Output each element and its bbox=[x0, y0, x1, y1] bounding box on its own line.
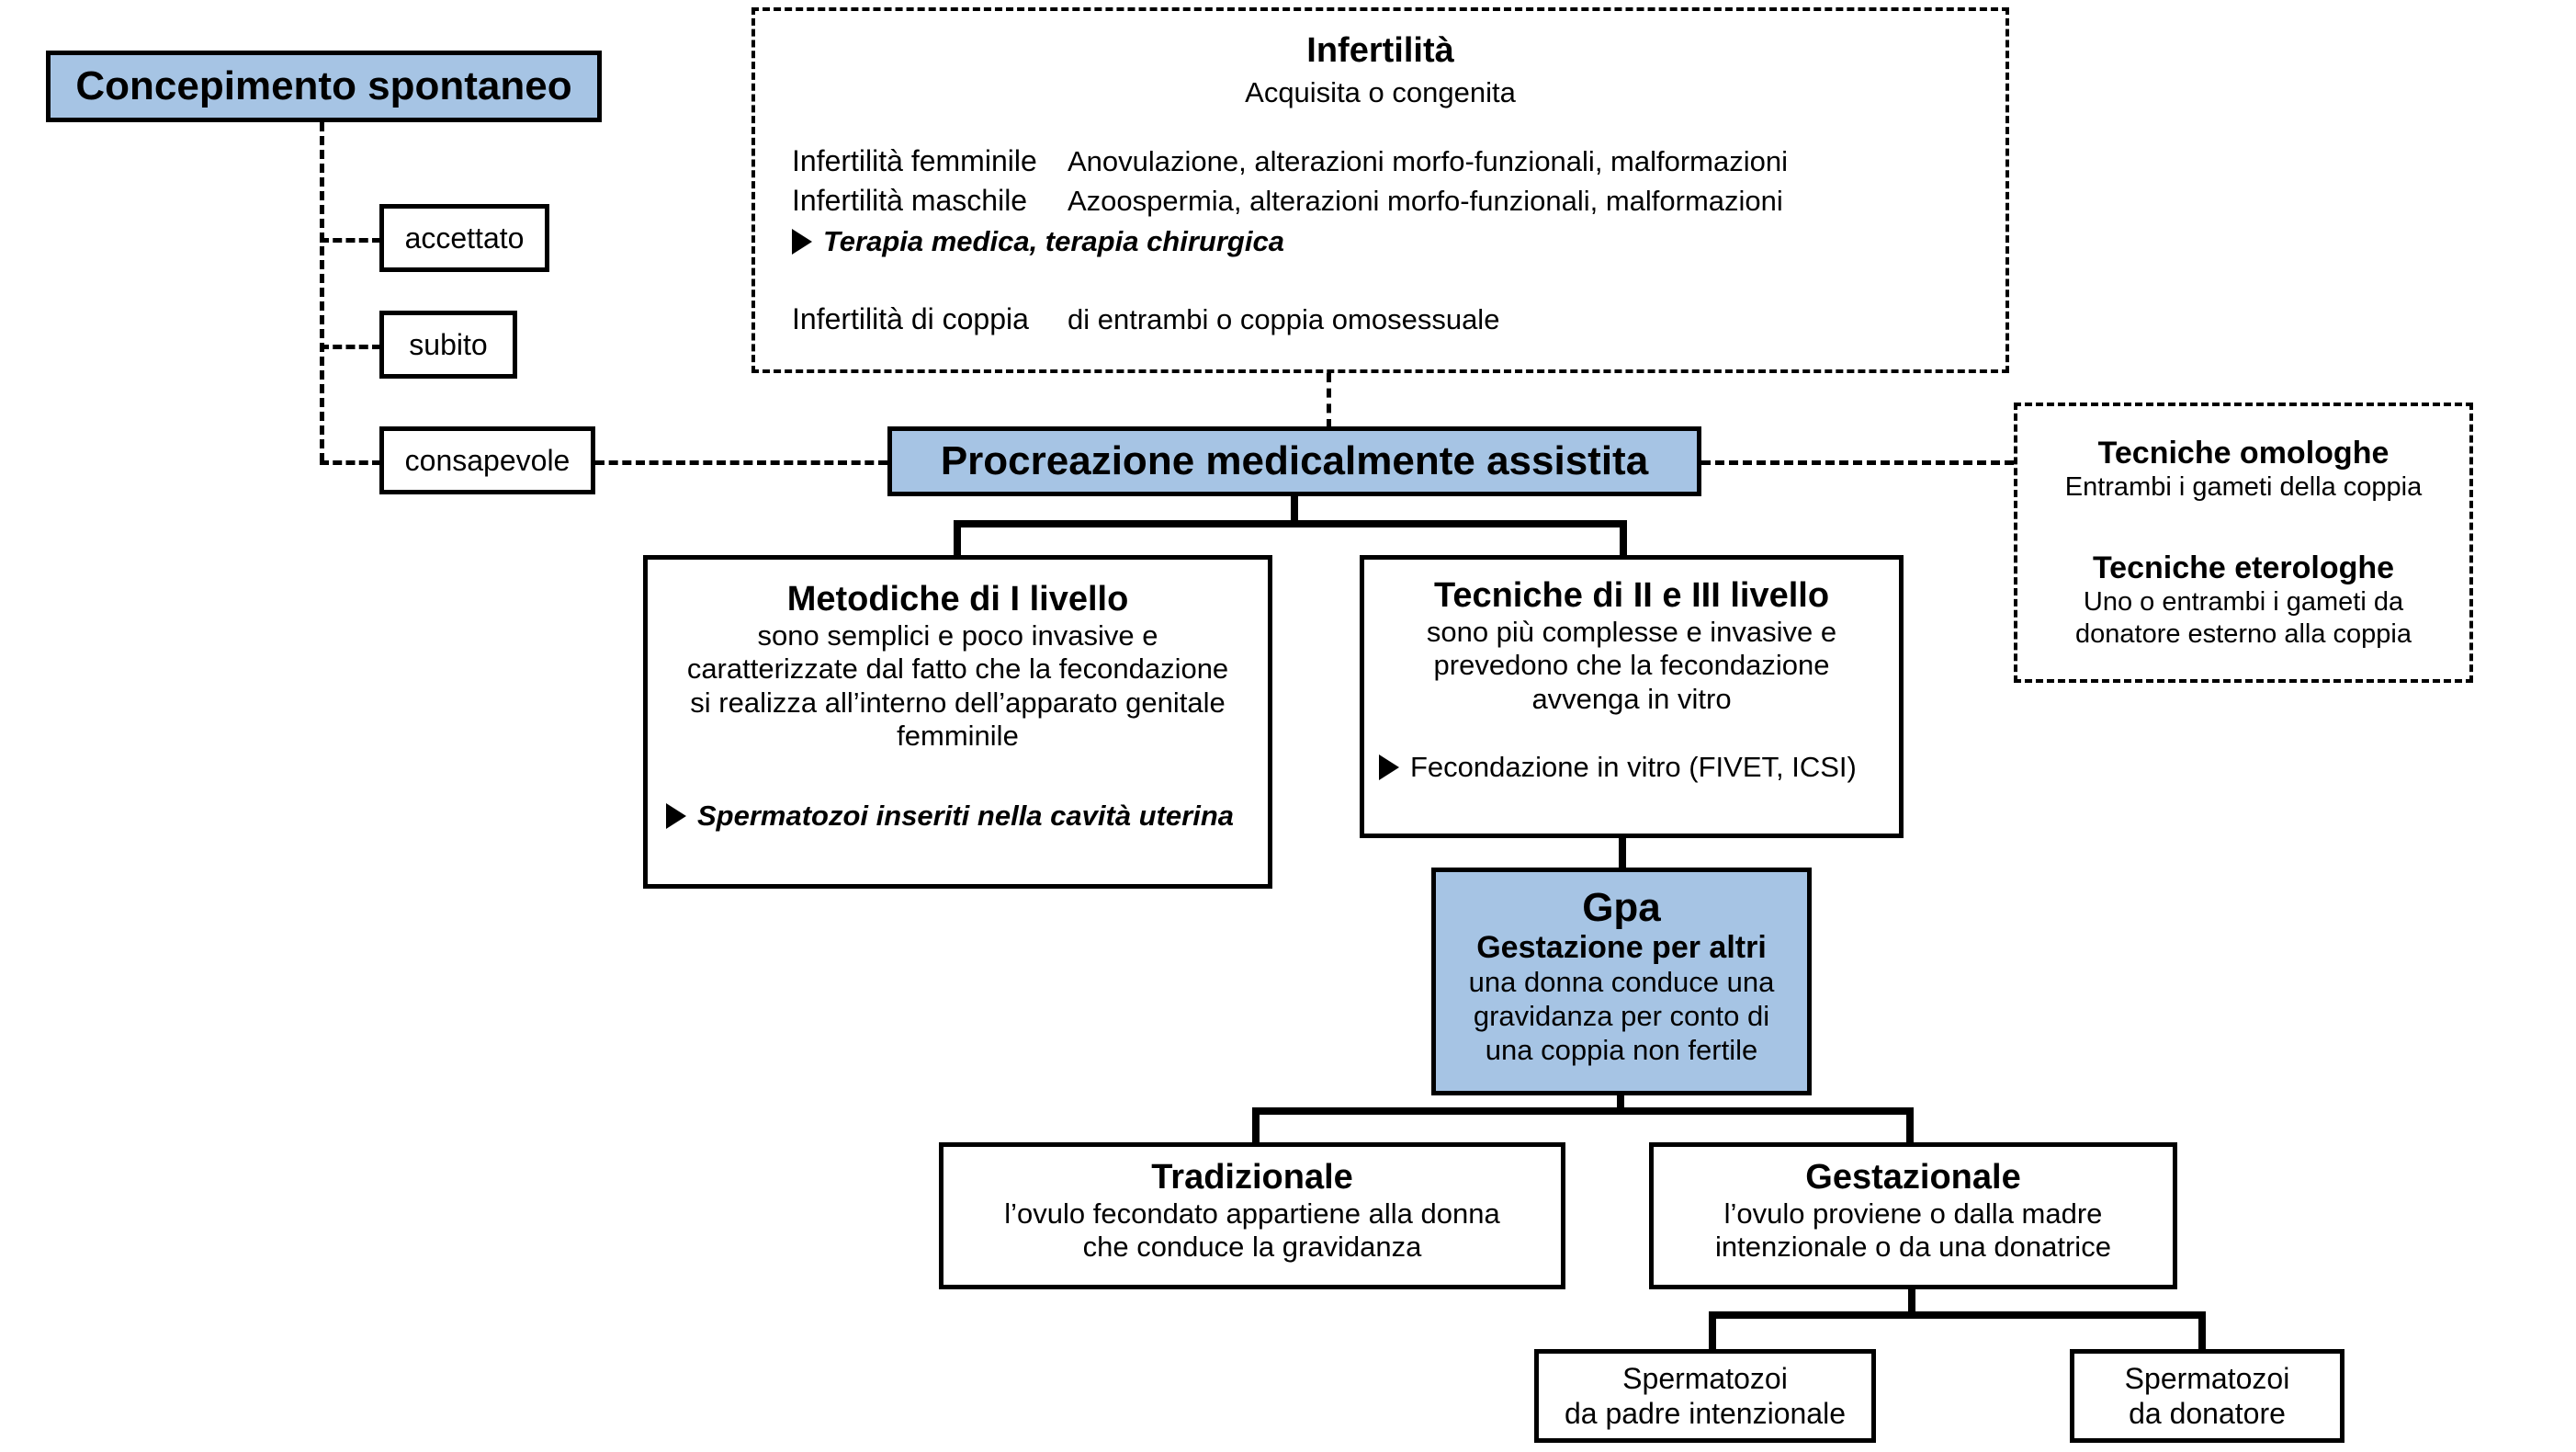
infertilita-row-femminile-value: Anovulazione, alterazioni morfo-funziona… bbox=[1068, 145, 1788, 178]
node-concepimento-spontaneo-label: Concepimento spontaneo bbox=[75, 63, 572, 109]
tecniche-eterologhe-desc-1: Uno o entrambi i gameti da bbox=[2083, 587, 2404, 618]
node-tradizionale[interactable]: Tradizionale l’ovulo fecondato appartien… bbox=[939, 1142, 1565, 1289]
tecniche-secondo-terzo-desc-3: avvenga in vitro bbox=[1531, 682, 1732, 715]
connector-gpa-crossbar bbox=[1252, 1107, 1914, 1115]
connector-gestazionale-down-stem bbox=[1908, 1289, 1915, 1315]
connector-concepimento-to-subito bbox=[320, 345, 381, 349]
spermatozoi-padre-line-2: da padre intenzionale bbox=[1564, 1397, 1846, 1430]
spermatozoi-donatore-line-2: da donatore bbox=[2129, 1397, 2286, 1430]
node-consapevole-label: consapevole bbox=[404, 443, 571, 477]
spermatozoi-donatore-line-1: Spermatozoi bbox=[2124, 1361, 2290, 1395]
tecniche-eterologhe-desc-2: donatore esterno alla coppia bbox=[2075, 618, 2412, 649]
node-tradizionale-title: Tradizionale bbox=[1151, 1158, 1353, 1197]
triangle-bullet-icon bbox=[666, 802, 686, 829]
connector-to-spermatozoi-padre bbox=[1709, 1311, 1716, 1352]
connector-spermatozoi-crossbar bbox=[1709, 1311, 2206, 1319]
infertilita-row-coppia-label: Infertilità di coppia bbox=[792, 302, 1029, 336]
node-pma[interactable]: Procreazione medicalmente assistita bbox=[887, 426, 1701, 496]
node-subito-label: subito bbox=[409, 327, 488, 361]
metodiche-primo-livello-desc-3: si realizza all’interno dell’apparato ge… bbox=[690, 686, 1226, 719]
infertilita-row-femminile-label: Infertilità femminile bbox=[792, 144, 1037, 178]
connector-consapevole-to-pma bbox=[595, 460, 887, 465]
infertilita-row-maschile-label: Infertilità maschile bbox=[792, 184, 1028, 218]
connector-gpa-down-stem bbox=[1617, 1095, 1624, 1112]
infertilita-row-femminile: Infertilità femminile Anovulazione, alte… bbox=[792, 144, 1969, 178]
connector-concepimento-to-consapevole bbox=[320, 460, 381, 465]
connector-to-spermatozoi-donatore bbox=[2198, 1311, 2206, 1352]
infertilita-row-maschile: Infertilità maschile Azoospermia, altera… bbox=[792, 184, 1969, 218]
connector-to-gestazionale bbox=[1906, 1107, 1914, 1144]
node-gpa-subtitle: Gestazione per altri bbox=[1476, 930, 1767, 966]
node-tecniche-secondo-terzo-livello[interactable]: Tecniche di II e III livello sono più co… bbox=[1360, 555, 1904, 838]
node-gpa-desc-3: una coppia non fertile bbox=[1485, 1033, 1758, 1066]
metodiche-primo-livello-desc-1: sono semplici e poco invasive e bbox=[757, 618, 1158, 652]
node-pma-label: Procreazione medicalmente assistita bbox=[940, 438, 1649, 484]
tecniche-eterologhe-title: Tecniche eterologhe bbox=[2092, 550, 2395, 586]
metodiche-primo-livello-desc-2: caratterizzate dal fatto che la fecondaz… bbox=[686, 652, 1229, 686]
connector-pma-down-stem bbox=[1291, 496, 1298, 524]
connector-to-tradizionale bbox=[1252, 1107, 1260, 1144]
tecniche-secondo-terzo-desc-2: prevedono che la fecondazione bbox=[1433, 649, 1830, 682]
infertilita-row-maschile-value: Azoospermia, alterazioni morfo-funzional… bbox=[1068, 185, 1783, 218]
node-concepimento-spontaneo[interactable]: Concepimento spontaneo bbox=[46, 51, 602, 122]
tecniche-secondo-terzo-bullet-row: Fecondazione in vitro (FIVET, ICSI) bbox=[1364, 751, 1899, 784]
infertilita-bullet-text: Terapia medica, terapia chirurgica bbox=[823, 225, 1284, 258]
node-tradizionale-desc-2: che conduce la gravidanza bbox=[1082, 1231, 1422, 1264]
tecniche-omologhe-title: Tecniche omologhe bbox=[2097, 436, 2390, 471]
tecniche-omologhe-desc: Entrambi i gameti della coppia bbox=[2064, 472, 2423, 503]
tecniche-secondo-terzo-bullet-text: Fecondazione in vitro (FIVET, ICSI) bbox=[1410, 751, 1857, 784]
connector-to-livello23 bbox=[1620, 520, 1627, 559]
node-infertilita-title: Infertilità bbox=[1306, 31, 1454, 70]
metodiche-primo-livello-desc-4: femminile bbox=[897, 720, 1019, 753]
node-gpa-desc-1: una donna conduce una bbox=[1468, 966, 1775, 999]
node-gpa[interactable]: Gpa Gestazione per altri una donna condu… bbox=[1431, 868, 1812, 1095]
infertilita-row-coppia-value: di entrambi o coppia omosessuale bbox=[1068, 303, 1500, 336]
triangle-bullet-icon bbox=[1379, 754, 1399, 781]
connector-concepimento-trunk bbox=[320, 122, 324, 462]
node-gestazionale[interactable]: Gestazionale l’ovulo proviene o dalla ma… bbox=[1649, 1142, 2177, 1289]
infertilita-row-coppia: Infertilità di coppia di entrambi o copp… bbox=[792, 302, 1969, 336]
metodiche-primo-livello-title: Metodiche di I livello bbox=[786, 580, 1129, 618]
node-tradizionale-desc-1: l’ovulo fecondato appartiene alla donna bbox=[1004, 1197, 1500, 1230]
node-infertilita[interactable]: Infertilità Acquisita o congenita Infert… bbox=[751, 7, 2009, 373]
tecniche-secondo-terzo-title: Tecniche di II e III livello bbox=[1433, 576, 1830, 615]
node-metodiche-primo-livello[interactable]: Metodiche di I livello sono semplici e p… bbox=[643, 555, 1272, 889]
connector-concepimento-to-accettato bbox=[320, 238, 381, 243]
node-gestazionale-desc-1: l’ovulo proviene o dalla madre bbox=[1723, 1197, 2103, 1230]
connector-pma-to-tecniche bbox=[1701, 460, 2014, 465]
connector-livello23-to-gpa bbox=[1619, 838, 1626, 869]
node-gpa-desc-2: gravidanza per conto di bbox=[1473, 999, 1770, 1032]
node-tecniche-omologhe-eterologhe[interactable]: Tecniche omologhe Entrambi i gameti dell… bbox=[2014, 403, 2473, 683]
node-infertilita-subtitle: Acquisita o congenita bbox=[1245, 75, 1516, 108]
connector-infertilita-to-pma bbox=[1327, 373, 1331, 428]
node-accettato[interactable]: accettato bbox=[379, 204, 549, 272]
node-spermatozoi-donatore[interactable]: Spermatozoi da donatore bbox=[2070, 1349, 2344, 1443]
node-gestazionale-desc-2: intenzionale o da una donatrice bbox=[1715, 1231, 2111, 1264]
node-accettato-label: accettato bbox=[404, 221, 525, 255]
node-consapevole[interactable]: consapevole bbox=[379, 426, 595, 494]
connector-to-livello1 bbox=[954, 520, 961, 559]
node-gestazionale-title: Gestazionale bbox=[1805, 1158, 2021, 1197]
triangle-bullet-icon bbox=[792, 229, 812, 255]
metodiche-primo-livello-bullet-row: Spermatozoi inseriti nella cavità uterin… bbox=[648, 800, 1268, 833]
spermatozoi-padre-line-1: Spermatozoi bbox=[1622, 1361, 1788, 1395]
node-spermatozoi-padre-intenzionale[interactable]: Spermatozoi da padre intenzionale bbox=[1534, 1349, 1876, 1443]
tecniche-secondo-terzo-desc-1: sono più complesse e invasive e bbox=[1426, 615, 1837, 648]
infertilita-bullet-row: Terapia medica, terapia chirurgica bbox=[792, 225, 1969, 258]
metodiche-primo-livello-bullet-text: Spermatozoi inseriti nella cavità uterin… bbox=[697, 799, 1235, 832]
node-gpa-title: Gpa bbox=[1582, 885, 1661, 930]
node-subito[interactable]: subito bbox=[379, 311, 517, 379]
connector-levels-crossbar bbox=[954, 520, 1627, 527]
